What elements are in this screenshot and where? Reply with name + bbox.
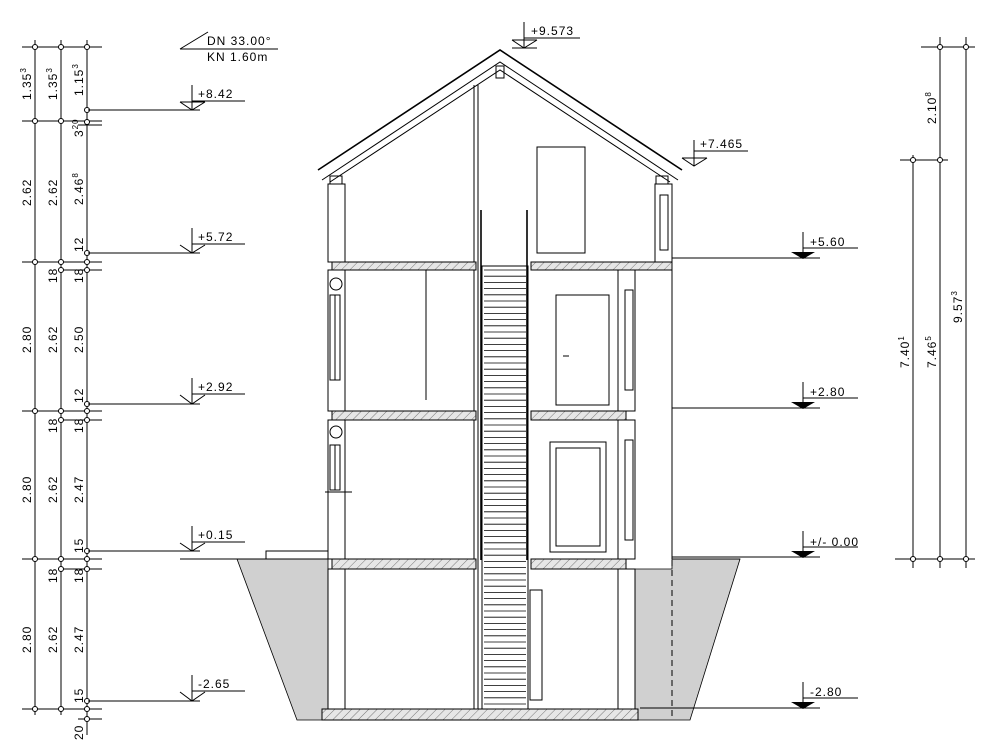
slab — [530, 558, 627, 570]
slab — [530, 261, 673, 271]
top-level-markers: +9.573 +7.465 — [511, 22, 748, 167]
dim-text: 2.62 — [46, 626, 60, 653]
dim-text: 18 — [72, 568, 86, 583]
dim-text: 2.108 — [924, 91, 939, 124]
level-label: +0.15 — [198, 528, 233, 542]
level-label: +/- 0.00 — [810, 535, 859, 549]
dim-text: 2.47 — [72, 626, 86, 653]
dim-text: 12 — [72, 237, 86, 252]
dim-text: 1.353 — [45, 67, 60, 100]
stair-outline — [481, 265, 529, 710]
dim-text: 20 — [72, 725, 86, 740]
right-level-markers: +5.60 +2.80 +/- 0.00 -2.80 — [640, 232, 859, 709]
roof-pitch: DN 33.00° — [207, 34, 272, 48]
dim-text: 9.573 — [950, 290, 965, 323]
dim-text: 1.353 — [19, 67, 34, 100]
dim-text: 2.62 — [46, 476, 60, 503]
slab — [530, 410, 627, 421]
level-label: +7.465 — [700, 137, 743, 151]
level-label: +2.80 — [810, 385, 845, 399]
level-label: +8.42 — [198, 87, 233, 101]
roof-annotation: DN 33.00° KN 1.60m — [179, 31, 278, 64]
excavation-soil — [180, 550, 741, 721]
building-section — [317, 49, 683, 721]
doors — [425, 146, 610, 701]
level-label: -2.65 — [198, 677, 230, 691]
staircase — [481, 265, 529, 710]
level-label: -2.80 — [810, 685, 842, 699]
slab — [321, 708, 639, 721]
left-level-markers: +8.42 +5.72 +2.92 +0.15 -2.65 — [88, 85, 245, 702]
dim-text: 18 — [72, 418, 86, 433]
dim-text: 15 — [72, 688, 86, 703]
dim-text: 320 — [71, 118, 86, 137]
dim-text: 15 — [72, 538, 86, 553]
windows — [325, 194, 669, 541]
dim-text: 2.62 — [20, 179, 34, 206]
dim-text: 18 — [46, 568, 60, 583]
right-dimension-chains: 2.108 9.573 7.401 7.465 — [895, 37, 975, 568]
dim-text: 1.153 — [71, 63, 86, 96]
dim-text: 7.465 — [924, 335, 939, 368]
slab — [331, 558, 477, 570]
level-label: +9.573 — [531, 24, 574, 38]
dim-text: 18 — [46, 418, 60, 433]
dim-text: 2.62 — [46, 326, 60, 353]
dim-text: 2.468 — [71, 172, 86, 205]
dim-text: 12 — [72, 388, 86, 403]
dim-text: 18 — [72, 268, 86, 283]
level-label: +5.60 — [810, 235, 845, 249]
dim-text: 2.80 — [20, 626, 34, 653]
dim-text: 2.50 — [72, 326, 86, 353]
slab — [331, 261, 477, 271]
dim-text: 7.401 — [897, 335, 912, 368]
level-label: +2.92 — [198, 380, 233, 394]
left-dimension-chains: 1.353 2.62 2.80 2.80 2.80 1.353 2.62 18 … — [19, 40, 102, 740]
dim-text: 2.80 — [20, 326, 34, 353]
dim-text: 2.80 — [20, 476, 34, 503]
slab — [331, 410, 477, 421]
dim-text: 18 — [46, 268, 60, 283]
dim-text: 2.47 — [72, 476, 86, 503]
dim-text: 2.62 — [46, 179, 60, 206]
level-label: +5.72 — [198, 230, 233, 244]
knee-height: KN 1.60m — [207, 50, 268, 64]
